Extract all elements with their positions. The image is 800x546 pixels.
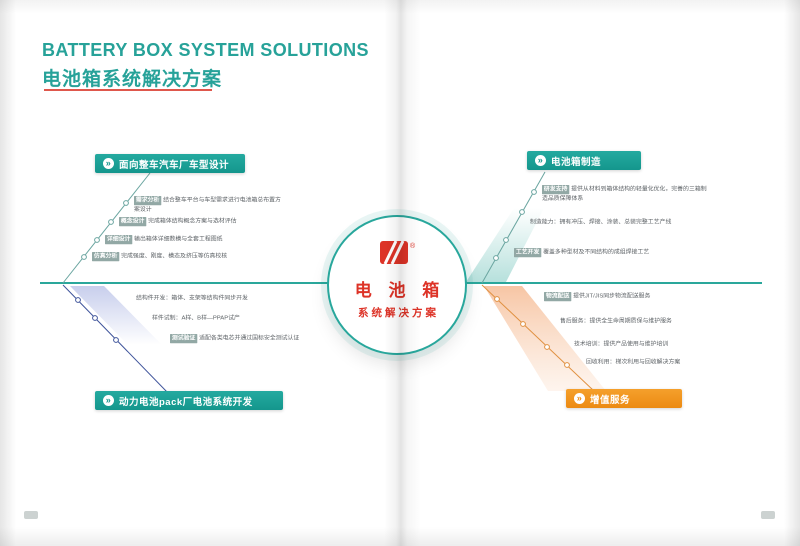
note-title: 详细设计 xyxy=(105,235,133,245)
branch-line-top-left xyxy=(62,172,151,284)
node-dots xyxy=(75,189,570,368)
branch-line-bottom-right xyxy=(481,284,595,392)
note-item: 样件试制：A样、B样—PPAP试产 xyxy=(152,314,301,323)
note-desc: 完成强度、刚度、模态及挤压等仿真校核 xyxy=(121,252,228,260)
brand-logo-icon: ® xyxy=(380,240,416,265)
hub-subtitle: 系统解决方案 xyxy=(358,307,439,319)
swoosh-right-top xyxy=(466,208,544,282)
note-desc: 覆盖多种型材及不同结构的成组焊接工艺 xyxy=(543,248,650,256)
note-desc: 样件试制：A样、B样—PPAP试产 xyxy=(152,314,240,322)
note-item: 研发支持提供从材料到箱体结构的轻量化优化，完善的三箱制造品质保障体系 xyxy=(542,185,709,203)
note-item: 回收利用：梯次利用与回收解决方案 xyxy=(586,358,716,367)
note-desc: 制造能力：拥有冲压、焊接、涂装、总装完整工艺产线 xyxy=(530,218,672,226)
note-item: 结构件开发：箱体、支架等结构件同步开发 xyxy=(136,294,285,303)
note-item: 仿真分析完成强度、刚度、模态及挤压等仿真校核 xyxy=(92,252,241,262)
note-title: 研发支持 xyxy=(542,185,570,195)
note-item: 详细设计输出箱体详细数模与全套工程图纸 xyxy=(105,235,254,245)
note-desc: 输出箱体详细数模与全套工程图纸 xyxy=(134,235,223,243)
title-red-underline xyxy=(44,89,212,91)
note-desc: 售后服务：提供全生命周期质保与维护服务 xyxy=(560,317,672,325)
note-title: 测试验证 xyxy=(170,334,198,344)
note-title: 需求分析 xyxy=(134,196,162,206)
branch-label-text: 电池箱制造 xyxy=(551,156,602,168)
note-title: 工艺开发 xyxy=(514,248,542,258)
page-title-zh: 电池箱系统解决方案 xyxy=(42,69,223,90)
svg-text:®: ® xyxy=(410,242,416,250)
page-title-en: BATTERY BOX SYSTEM SOLUTIONS xyxy=(42,40,369,60)
branch-label-value-added-services: » 增值服务 xyxy=(566,389,682,408)
note-desc: 回收利用：梯次利用与回收解决方案 xyxy=(586,358,681,366)
note-item: 测试验证适配各类电芯并通过国标安全测试认证 xyxy=(170,334,319,344)
note-item: 物流配送提供JIT/JIS同步物流配送服务 xyxy=(544,292,668,302)
chevron-icon: » xyxy=(103,158,114,169)
note-desc: 结合整车平台与车型需求进行电池箱总布置方案设计 xyxy=(134,196,281,213)
center-hub-circle: ® 电 池 箱 系统解决方案 xyxy=(327,215,467,355)
note-item: 工艺开发覆盖多种型材及不同结构的成组焊接工艺 xyxy=(514,248,681,258)
note-item: 制造能力：拥有冲压、焊接、涂装、总装完整工艺产线 xyxy=(530,218,716,227)
note-item: 技术培训：提供产品使用与维护培训 xyxy=(574,340,704,349)
branch-label-box-manufacturing: » 电池箱制造 xyxy=(527,151,641,170)
note-desc: 提供从材料到箱体结构的轻量化优化，完善的三箱制造品质保障体系 xyxy=(542,185,707,202)
note-title: 物流配送 xyxy=(544,292,572,302)
note-item: 需求分析结合整车平台与车型需求进行电池箱总布置方案设计 xyxy=(134,196,283,214)
note-desc: 提供JIT/JIS同步物流配送服务 xyxy=(573,292,651,300)
note-item: 概念设计完成箱体结构概念方案与选材评估 xyxy=(119,217,268,227)
branch-label-pack-development: » 动力电池pack厂电池系统开发 xyxy=(95,391,283,410)
note-desc: 技术培训：提供产品使用与维护培训 xyxy=(574,340,669,348)
page-marker-left xyxy=(24,511,38,519)
branch-label-text: 增值服务 xyxy=(590,394,631,406)
page-marker-right xyxy=(761,511,775,519)
note-desc: 结构件开发：箱体、支架等结构件同步开发 xyxy=(136,294,248,302)
note-desc: 适配各类电芯并通过国标安全测试认证 xyxy=(199,334,300,342)
note-title: 仿真分析 xyxy=(92,252,120,262)
branch-label-text: 动力电池pack厂电池系统开发 xyxy=(119,396,253,408)
chevron-icon: » xyxy=(535,155,546,166)
chevron-icon: » xyxy=(103,395,114,406)
note-title: 概念设计 xyxy=(119,217,147,227)
swoosh-left-bottom xyxy=(70,286,162,345)
branch-label-oem-design: » 面向整车汽车厂车型设计 xyxy=(95,154,245,173)
swoosh-right-bottom xyxy=(484,286,606,391)
hub-title: 电 池 箱 xyxy=(354,281,446,300)
note-desc: 完成箱体结构概念方案与选材评估 xyxy=(148,217,237,225)
branch-label-text: 面向整车汽车厂车型设计 xyxy=(119,159,230,171)
note-item: 售后服务：提供全生命周期质保与维护服务 xyxy=(560,317,690,326)
chevron-icon: » xyxy=(574,393,585,404)
